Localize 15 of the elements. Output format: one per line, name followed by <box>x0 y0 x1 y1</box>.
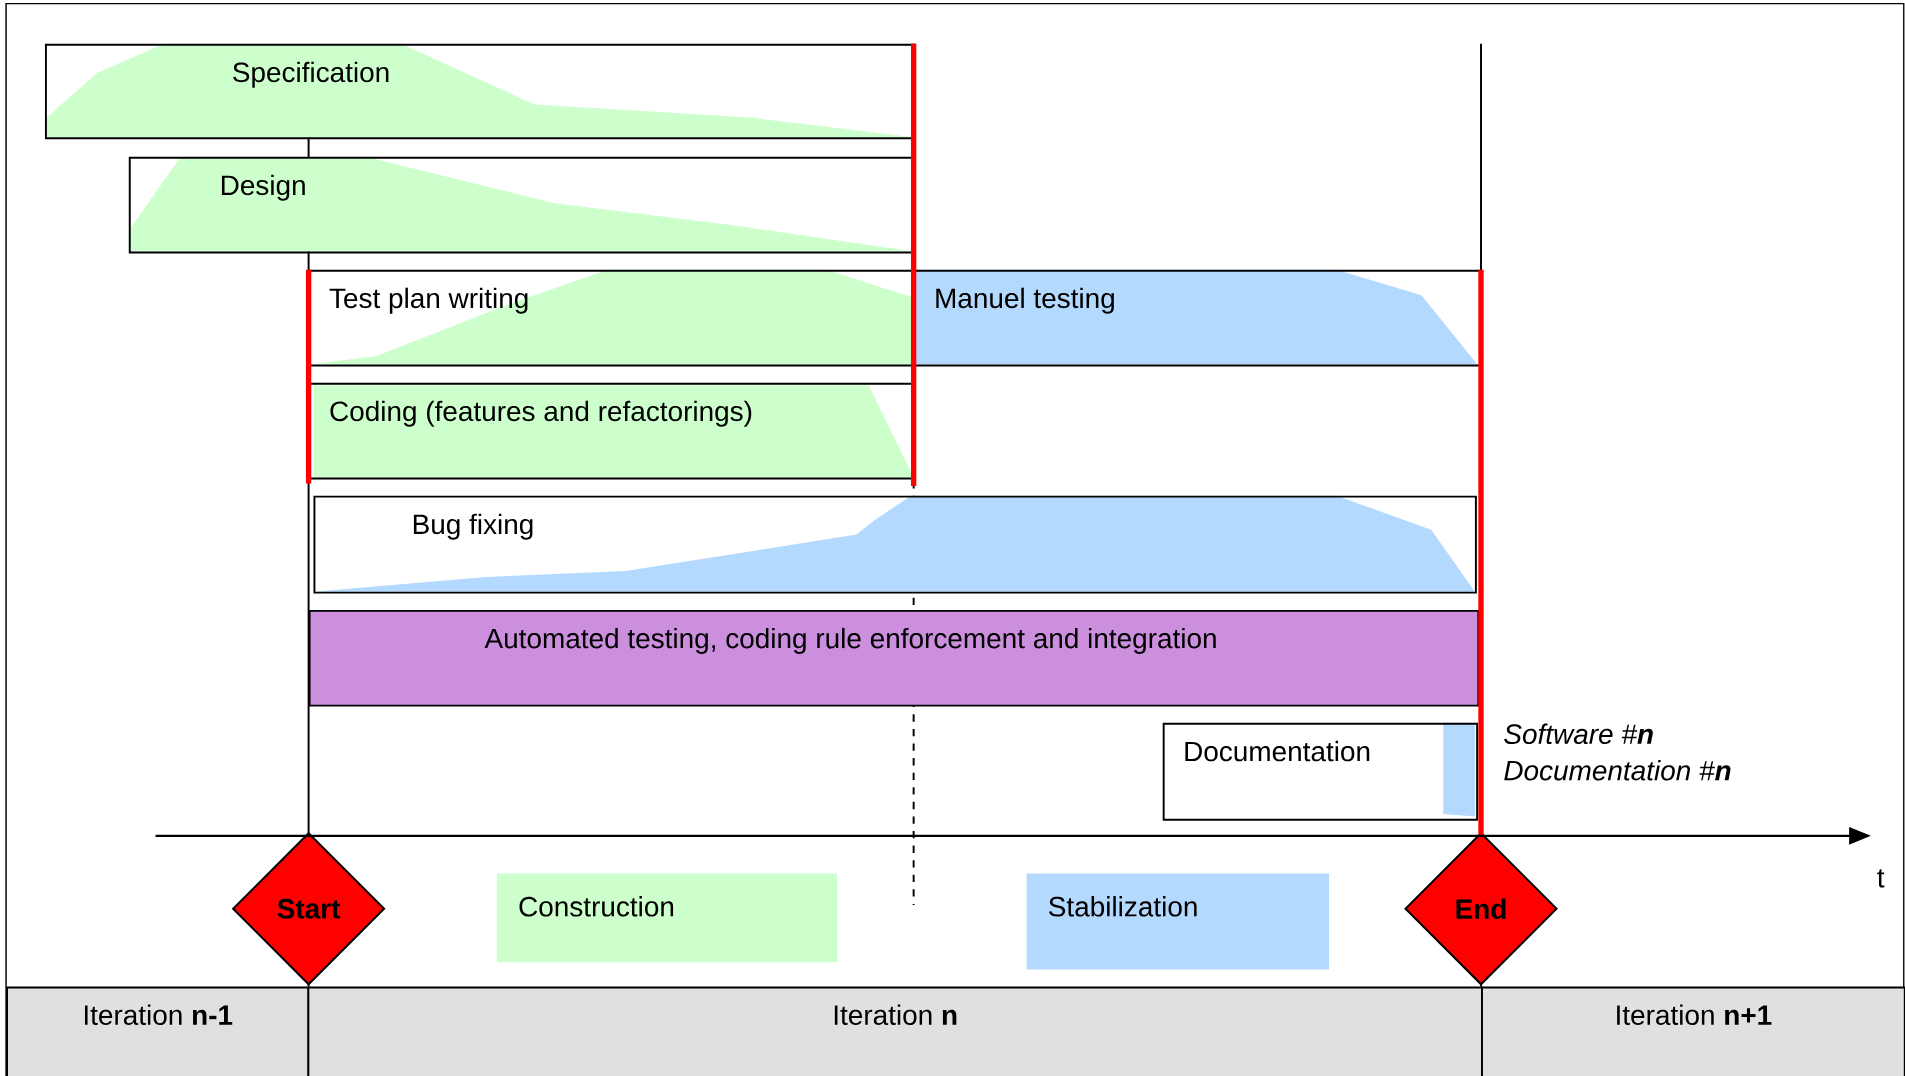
activity-box: Design <box>128 156 916 254</box>
iteration-band: Iteration n+1 <box>1481 986 1905 1076</box>
activity-box: Bug fixing <box>313 495 1477 594</box>
activity-box: Coding (features and refactorings) <box>308 382 916 480</box>
activity-box: Specification <box>44 43 916 139</box>
legend-label: Stabilization <box>1049 895 1197 917</box>
activity-box: Documentation <box>1162 722 1479 821</box>
axis-label: t <box>1877 869 1885 888</box>
release-note: Software #n <box>1504 723 1653 744</box>
activity-box: Manuel testing <box>913 269 1482 367</box>
release-note: Documentation #n <box>1504 759 1731 781</box>
activity-box: Test plan writing <box>308 269 916 367</box>
legend-label: Construction <box>519 895 674 917</box>
activity-box: Automated testing, coding rule enforcement and integration <box>308 609 1480 707</box>
iteration-band: Iteration n-1 <box>6 986 310 1076</box>
